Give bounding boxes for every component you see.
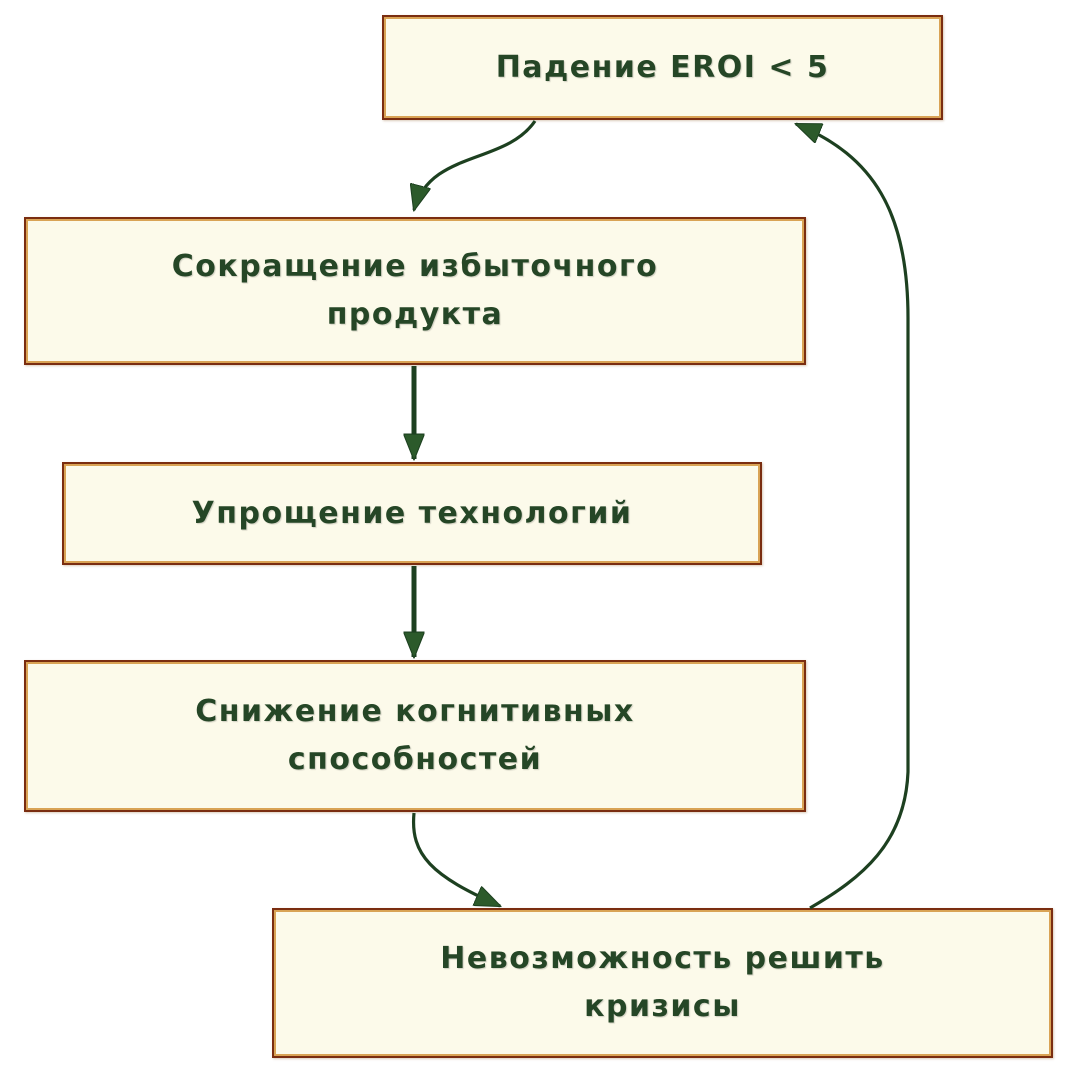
node-eroi-drop: Падение EROI < 5 (382, 15, 943, 120)
node-cognitive-decline-label-line2: способностей (287, 742, 543, 777)
node-cognitive-decline-label-line1: Снижение когнитивных (195, 694, 635, 729)
node-technology-simplification-label: Упрощение технологий (191, 495, 633, 531)
node-surplus-reduction-label-line1: Сокращение избыточного (171, 249, 659, 284)
node-unsolvable-crises-label-line2: кризисы (584, 989, 741, 1024)
node-eroi-drop-label: Падение EROI < 5 (495, 49, 830, 85)
node-technology-simplification: Упрощение технологий (62, 462, 762, 565)
node-unsolvable-crises: Невозможность решить кризисы (272, 908, 1053, 1058)
edge-eroi-to-surplus (414, 120, 537, 210)
node-surplus-reduction-label-line2: продукта (326, 297, 504, 332)
node-unsolvable-crises-label-line1: Невозможность решить (440, 941, 885, 976)
edge-crises-to-eroi-feedback (796, 122, 910, 910)
edge-cognitive-to-crises (411, 812, 500, 908)
node-surplus-reduction: Сокращение избыточного продукта (24, 217, 806, 365)
node-cognitive-decline: Снижение когнитивных способностей (24, 660, 806, 812)
